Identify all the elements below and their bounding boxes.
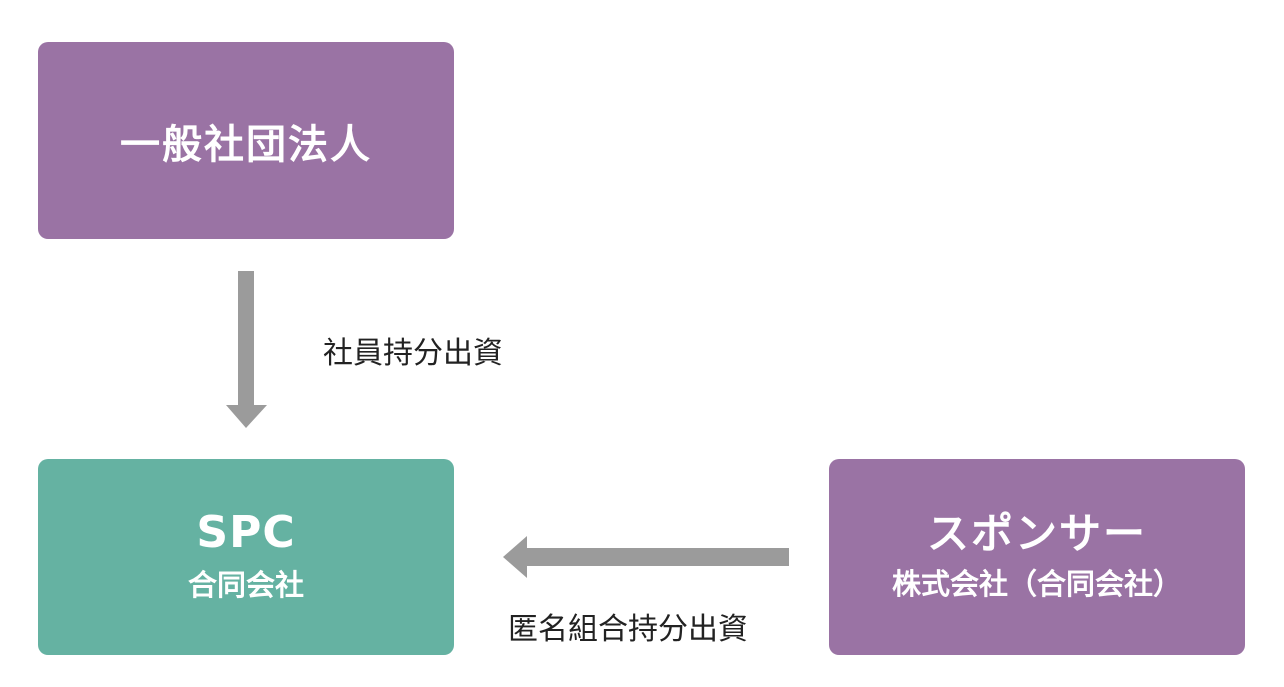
silent-partnership-contribution-label: 匿名組合持分出資 xyxy=(508,612,748,647)
sponsor-subtitle: 株式会社（合同会社） xyxy=(891,567,1182,602)
arrow-left-icon xyxy=(503,536,789,578)
spc-title: SPC xyxy=(196,506,296,558)
sponsor-title: スポンサー xyxy=(926,508,1147,558)
spc-subtitle: 合同会社 xyxy=(187,568,304,603)
arrow-down-icon xyxy=(226,271,267,428)
member-equity-contribution-label: 社員持分出資 xyxy=(323,336,503,371)
spc-box: SPC 合同会社 xyxy=(38,459,454,655)
association-title: 一般社団法人 xyxy=(120,121,372,168)
sponsor-box: スポンサー 株式会社（合同会社） xyxy=(829,459,1245,655)
general-incorporated-association-box: 一般社団法人 xyxy=(38,42,454,239)
